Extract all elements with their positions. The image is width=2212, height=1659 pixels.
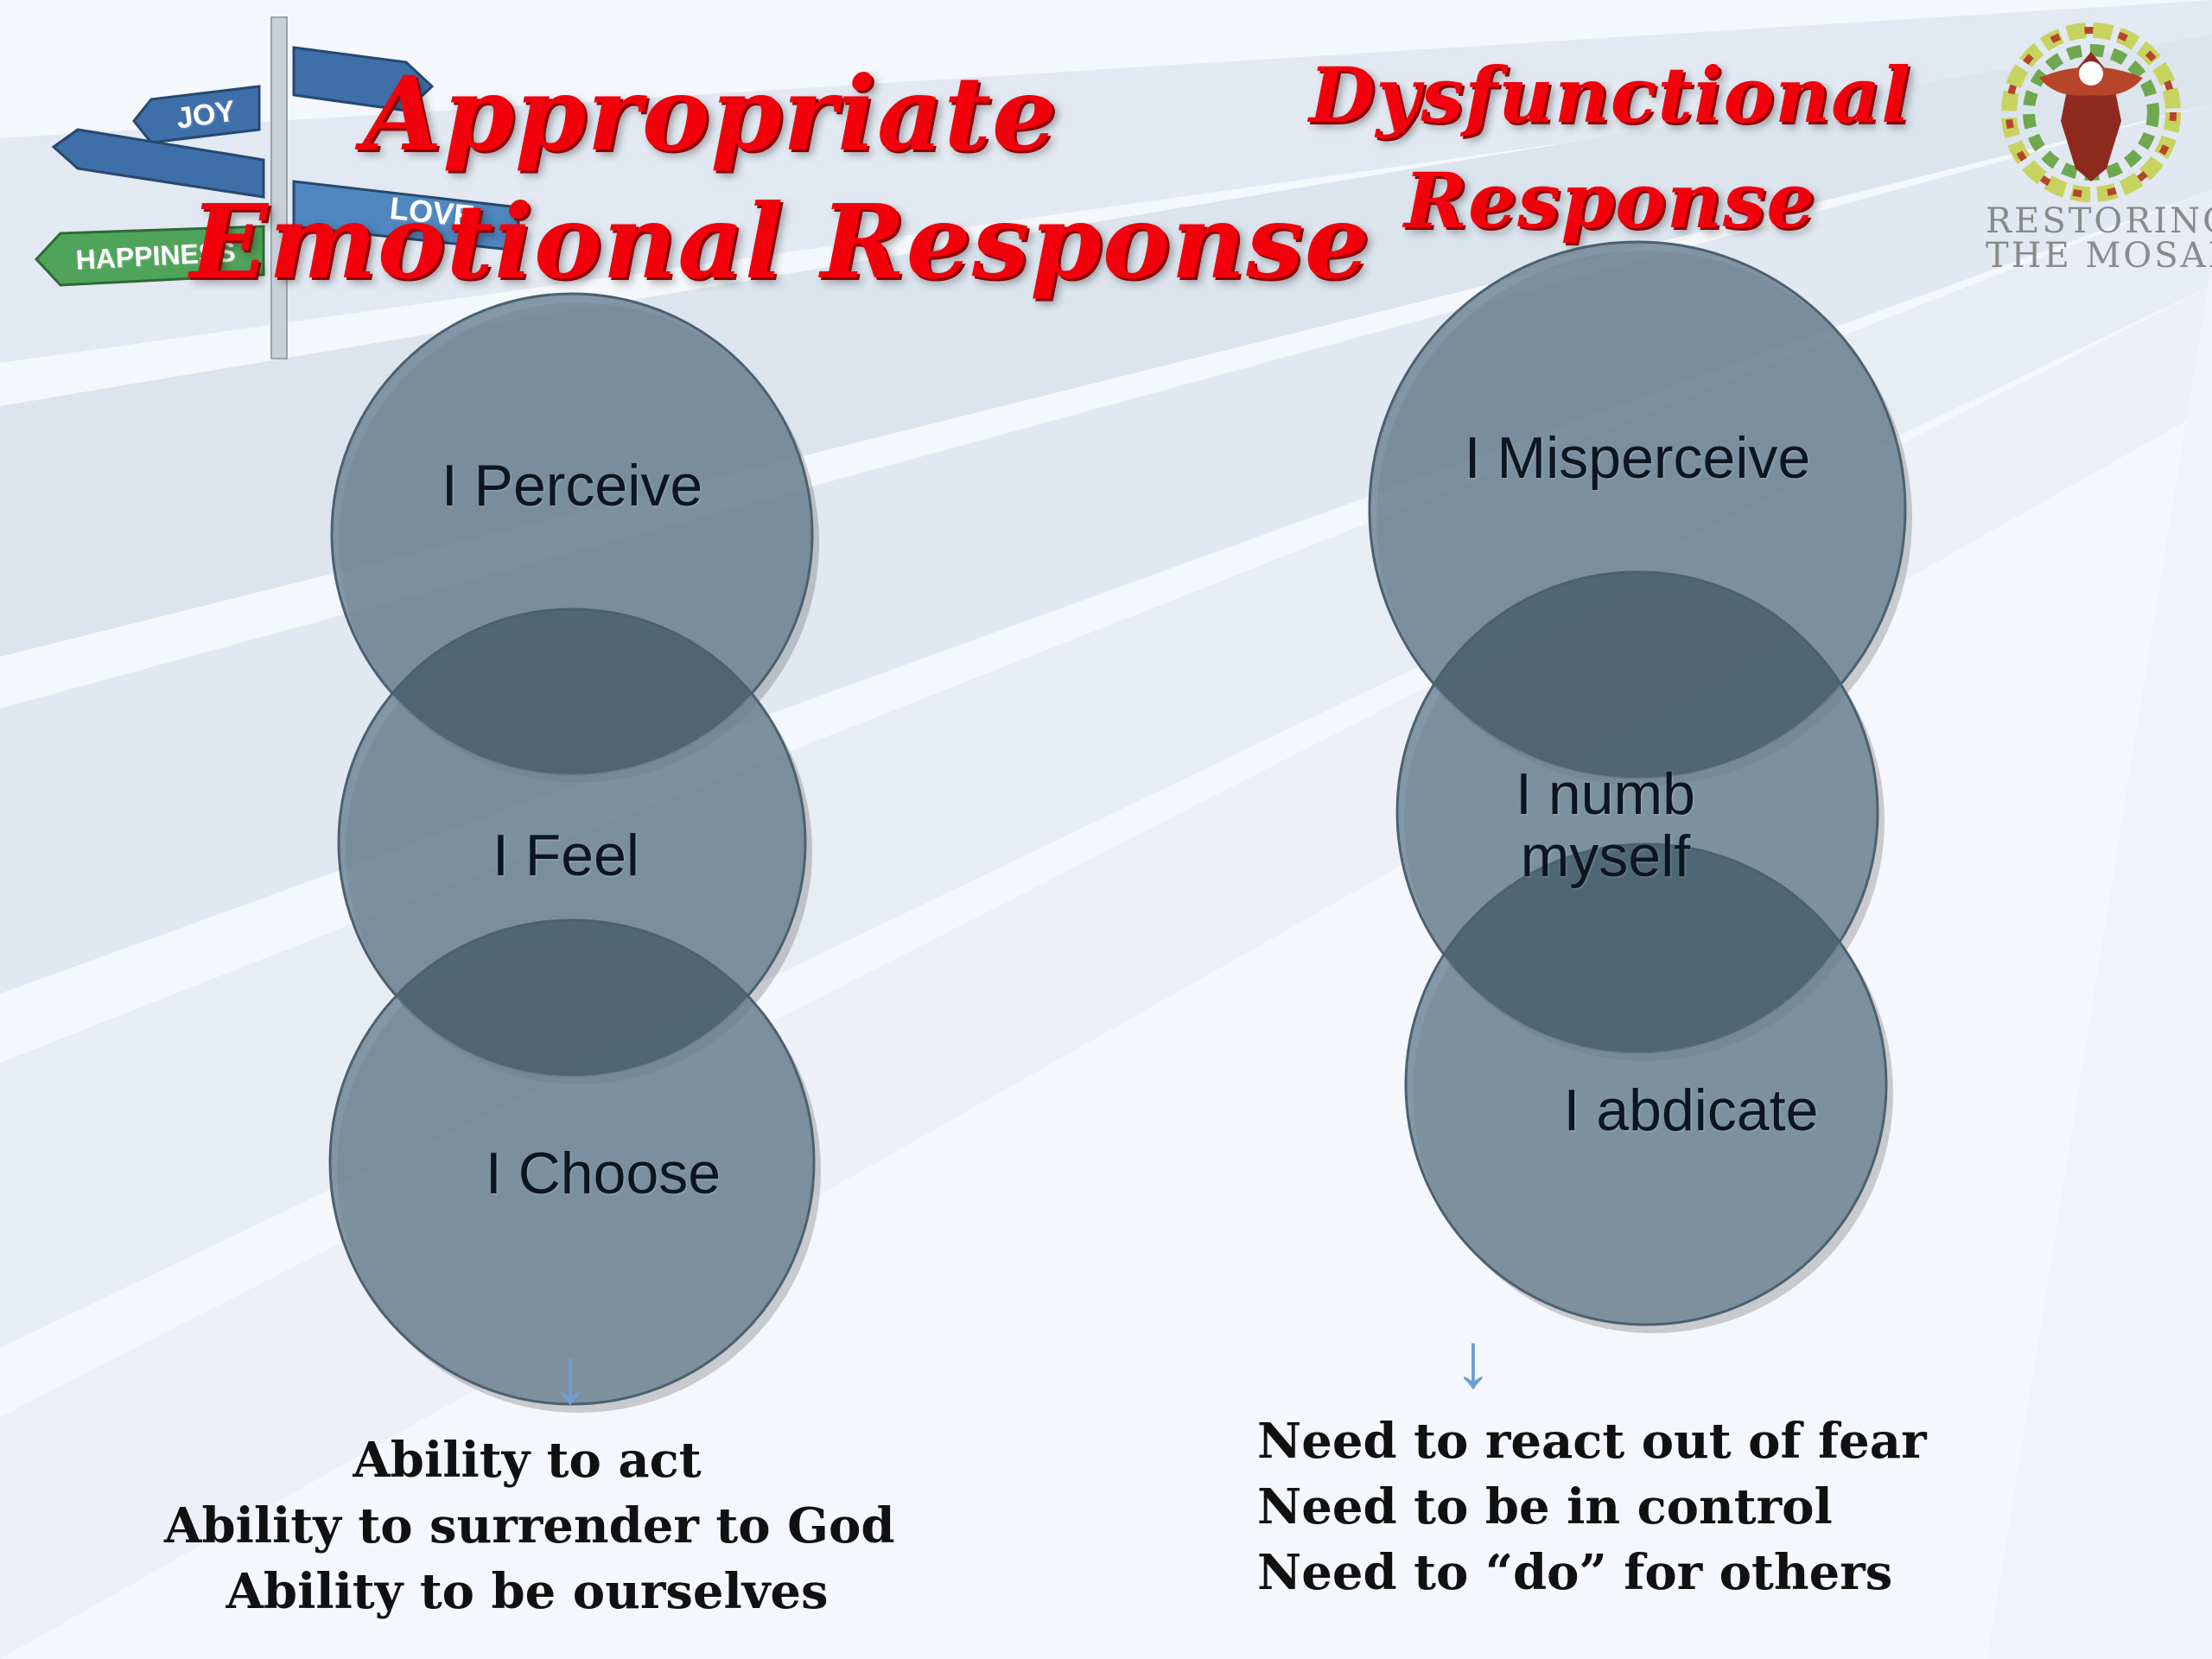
title-dysfunctional: Dysfunctional: [1309, 50, 1911, 140]
appropriate-outcomes: Ability to act Ability to surrender to G…: [164, 1427, 895, 1624]
logo-text-the-mosaic: THE MOSAIC: [1986, 236, 2212, 276]
logo-text-restoring: RESTORING: [1986, 201, 2212, 241]
outcome-react-out-of-fear: Need to react out of fear: [1257, 1413, 1927, 1470]
dysfunctional-outcomes: Need to react out of fear Need to be in …: [1257, 1408, 2035, 1605]
title-emotional-response: Emotional Response: [190, 181, 1370, 302]
outcome-do-for-others: Need to “do” for others: [1257, 1544, 1893, 1601]
title-appropriate: Appropriate: [363, 54, 1058, 174]
step-choose: I Choose: [485, 1141, 721, 1206]
down-arrow-icon: ↓: [1453, 1318, 1493, 1404]
title-response: Response: [1404, 156, 1816, 245]
restoring-the-mosaic-logo-icon: [2001, 22, 2181, 202]
dysfunctional-overlap-lens: [1397, 572, 1878, 778]
outcome-be-in-control: Need to be in control: [1257, 1478, 1833, 1535]
step-numb-myself: I numb myself: [1516, 761, 1695, 889]
step-abdicate: I abdicate: [1563, 1077, 1819, 1143]
outcome-ability-to-act: Ability to act: [353, 1432, 702, 1489]
step-perceive: I Perceive: [441, 453, 703, 518]
appropriate-overlap-lens: [339, 920, 805, 1076]
appropriate-overlap-lens: [339, 609, 805, 774]
outcome-ability-to-surrender: Ability to surrender to God: [164, 1497, 895, 1554]
step-feel: I Feel: [492, 823, 640, 888]
step-misperceive: I Misperceive: [1464, 425, 1811, 491]
down-arrow-icon: ↓: [550, 1333, 590, 1420]
dysfunctional-overlap-lens: [1406, 844, 1878, 1052]
outcome-ability-to-be-ourselves: Ability to be ourselves: [226, 1563, 829, 1620]
